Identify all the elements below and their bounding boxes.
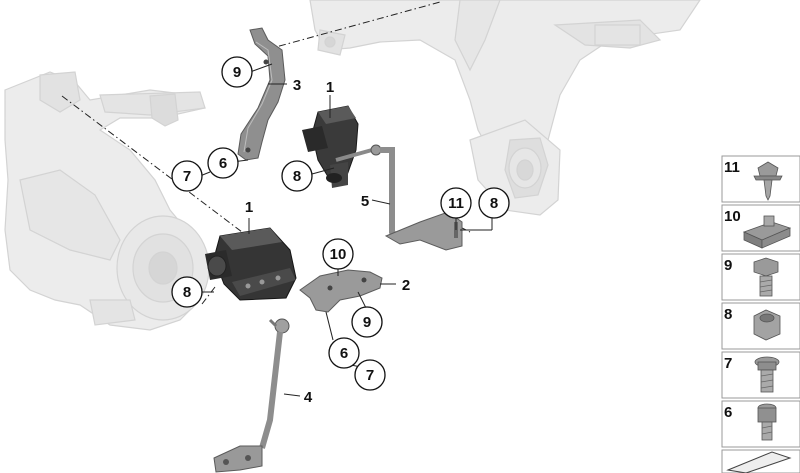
upper-bracket (237, 27, 286, 161)
upper-height-sensor (302, 105, 359, 188)
svg-text:4: 4 (304, 389, 313, 406)
legend-item-7: 7 (721, 351, 800, 399)
hex-bolt-icon (753, 257, 779, 297)
svg-text:8: 8 (724, 306, 732, 323)
svg-text:11: 11 (724, 159, 740, 176)
svg-text:8: 8 (490, 195, 498, 212)
svg-text:2: 2 (402, 277, 410, 294)
svg-text:9: 9 (724, 257, 732, 274)
hex-nut-icon (753, 309, 781, 341)
legend-item-6: 6 (721, 400, 800, 448)
callout-8-mid: 8 (281, 160, 313, 192)
callout-2: 2 (402, 277, 410, 294)
svg-text:10: 10 (330, 246, 347, 263)
svg-text:7: 7 (183, 168, 191, 185)
parts-legend: 11 10 9 (721, 155, 800, 473)
svg-text:6: 6 (340, 345, 348, 362)
svg-text:8: 8 (293, 168, 301, 185)
svg-text:9: 9 (363, 314, 371, 331)
svg-text:9: 9 (233, 64, 241, 81)
callout-7-top: 7 (171, 160, 203, 192)
legend-item-9: 9 (721, 253, 800, 301)
callout-9-top: 9 (221, 56, 253, 88)
svg-text:3: 3 (293, 77, 301, 94)
svg-text:1: 1 (245, 199, 253, 216)
rear-subframe-ghost (309, 0, 701, 216)
middle-bracket (299, 269, 383, 313)
socket-head-screw-icon (757, 403, 777, 441)
upper-link-rod (335, 144, 463, 251)
callout-9-low: 9 (351, 306, 383, 338)
wheel-carrier-ghost (4, 71, 210, 331)
svg-text:7: 7 (724, 355, 732, 372)
legend-item-partial (721, 449, 800, 473)
svg-text:6: 6 (724, 404, 732, 421)
callout-6-low: 6 (328, 337, 360, 369)
callout-1-top: 1 (326, 79, 334, 96)
legend-item-10: 10 (721, 204, 800, 252)
svg-text:7: 7 (366, 367, 374, 384)
svg-text:10: 10 (724, 208, 741, 225)
callout-1-mid: 1 (245, 199, 253, 216)
callouts: 9 3 1 6 7 8 5 11 8 1 (171, 56, 510, 406)
callout-8-left: 8 (171, 276, 203, 308)
clip-nut-icon (742, 215, 792, 249)
self-tapping-screw-icon (753, 161, 783, 201)
svg-text:1: 1 (326, 79, 334, 96)
svg-text:11: 11 (448, 195, 464, 212)
callout-5: 5 (361, 193, 369, 210)
callout-11: 11 (440, 187, 472, 219)
shim-plate-icon (726, 451, 792, 473)
callout-7-low: 7 (354, 359, 386, 391)
svg-text:8: 8 (183, 284, 191, 301)
lower-link-rod (213, 318, 290, 473)
legend-item-11: 11 (721, 155, 800, 203)
callout-10: 10 (322, 238, 354, 270)
callout-4: 4 (304, 389, 313, 406)
svg-text:5: 5 (361, 193, 369, 210)
svg-text:6: 6 (219, 155, 227, 172)
callout-8-right: 8 (478, 187, 510, 219)
legend-item-8: 8 (721, 302, 800, 350)
callout-6-top: 6 (207, 147, 239, 179)
flange-screw-icon (754, 356, 780, 393)
middle-height-sensor (205, 227, 297, 301)
callout-3: 3 (293, 77, 301, 94)
